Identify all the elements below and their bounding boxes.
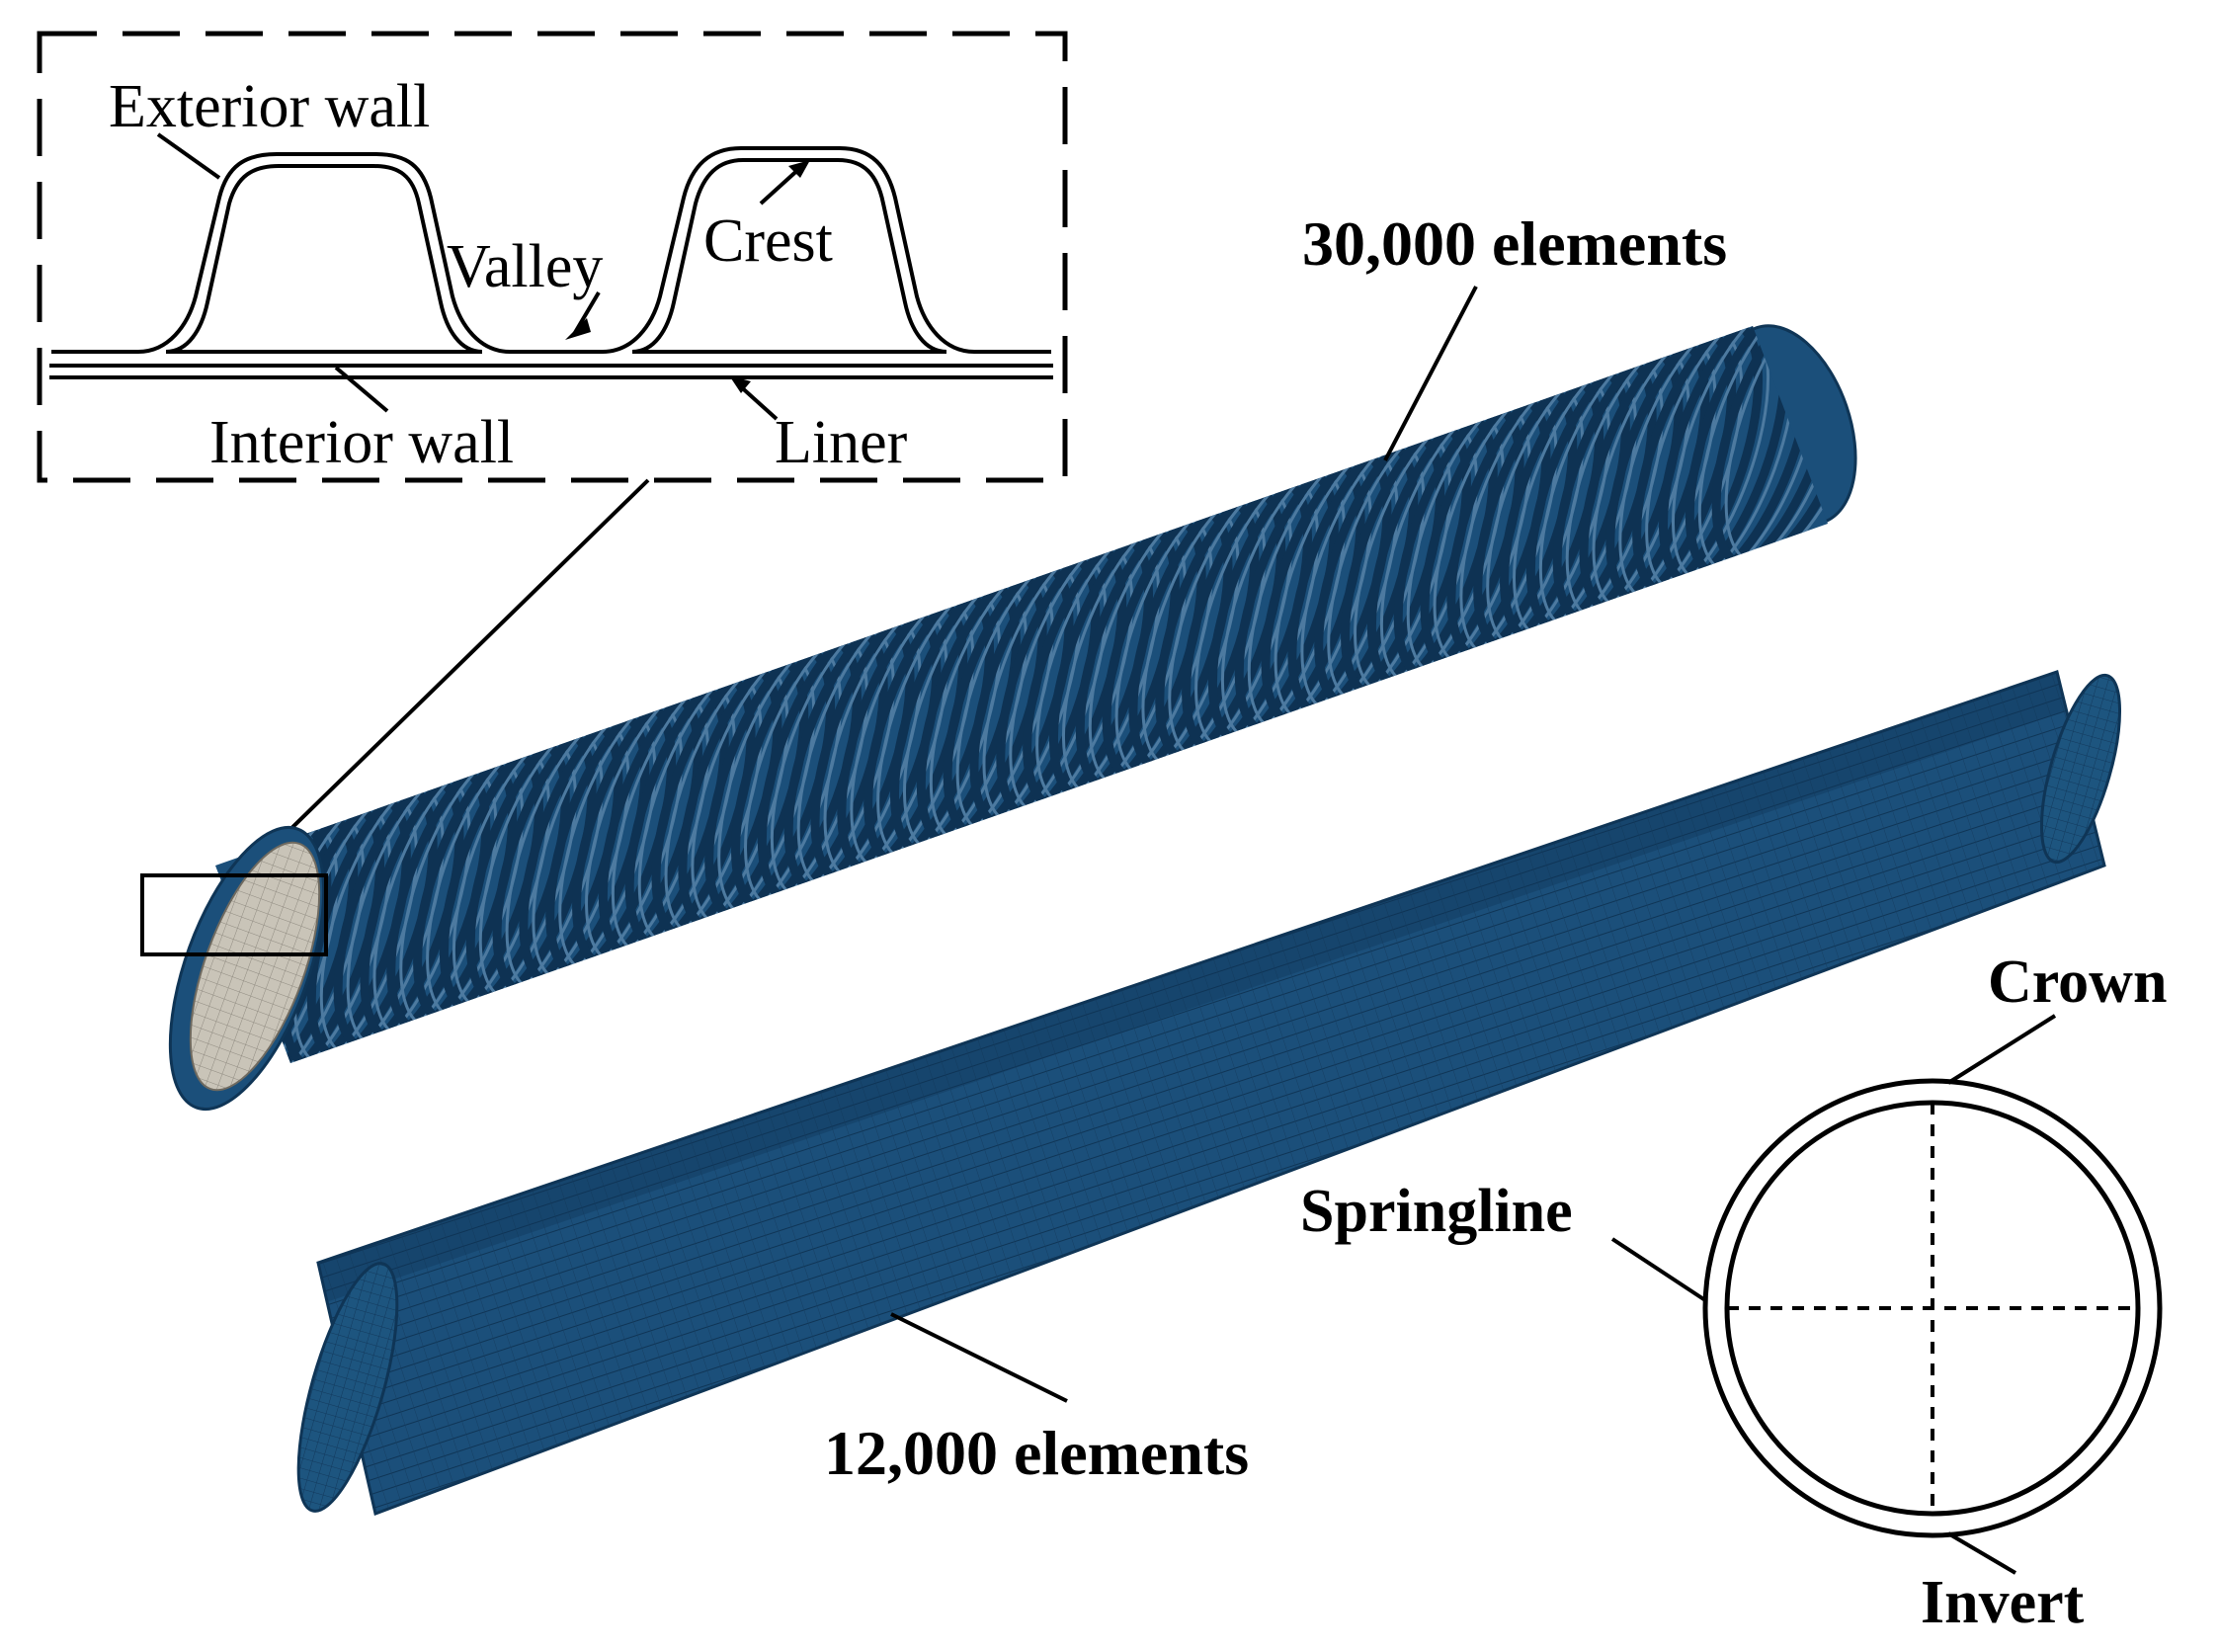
label-12000-elements: 12,000 elements xyxy=(824,1418,1249,1488)
inset-detail: Exterior wall Valley Crest Interior wall… xyxy=(37,31,1068,483)
label-valley: Valley xyxy=(447,233,603,300)
label-interior-wall: Interior wall xyxy=(209,409,514,476)
leader-30000-elements xyxy=(1383,286,1478,461)
smooth-pipe-far-end xyxy=(2039,673,2122,865)
leader-crown xyxy=(1946,1014,2057,1085)
cross-section: Crown Springline Invert xyxy=(1300,949,2167,1636)
smooth-pipe: 12,000 elements xyxy=(296,670,2122,1517)
leader-exterior-wall xyxy=(156,132,221,180)
label-crest: Crest xyxy=(703,207,833,275)
leader-12000-elements xyxy=(890,1312,1068,1403)
label-liner: Liner xyxy=(775,409,908,476)
label-invert: Invert xyxy=(1921,1569,2085,1636)
zoom-box xyxy=(140,873,328,956)
inset-connector-line xyxy=(237,478,650,881)
leader-interior-wall xyxy=(334,366,389,413)
leader-springline xyxy=(1610,1237,1707,1302)
leader-invert xyxy=(1946,1531,2017,1575)
label-exterior-wall: Exterior wall xyxy=(109,73,430,140)
label-crown: Crown xyxy=(1988,949,2167,1016)
corrugation-profile-right xyxy=(510,146,1051,354)
smooth-pipe-near-end xyxy=(296,1262,399,1513)
corrugation-profile-left xyxy=(51,152,511,354)
corrugated-pipe-interior xyxy=(189,841,321,1092)
label-springline: Springline xyxy=(1300,1178,1573,1245)
inset-dashed-frame xyxy=(37,31,1068,483)
label-30000-elements: 30,000 elements xyxy=(1302,208,1727,279)
cross-section-outer-ring xyxy=(1702,1078,2163,1538)
